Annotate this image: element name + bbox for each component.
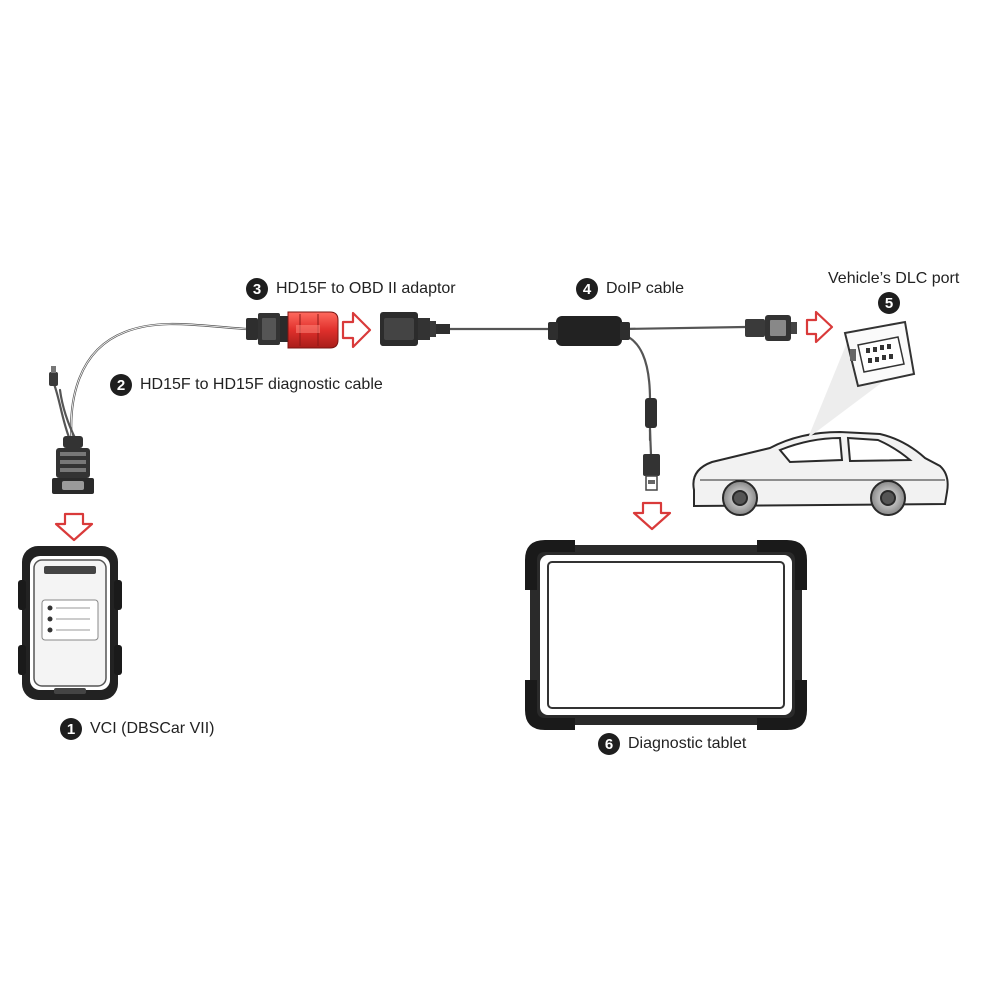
- arrow-down-tablet: [632, 501, 672, 531]
- hd15f-cable-inner: [70, 323, 248, 446]
- doip-usb-branch-2: [648, 428, 653, 457]
- hd15f-vci-connector: [49, 366, 94, 494]
- vehicle-car: [692, 430, 949, 516]
- label-doip-cable: 4 DoIP cable: [576, 278, 684, 300]
- pigtail-wire-a: [52, 382, 72, 442]
- label-text: DoIP cable: [606, 280, 684, 297]
- step-badge: 4: [576, 278, 598, 300]
- arrow-down-vci: [54, 512, 94, 542]
- label-text: HD15F to HD15F diagnostic cable: [140, 376, 383, 393]
- step-badge: 6: [598, 733, 620, 755]
- label-obd-adaptor: 3 HD15F to OBD II adaptor: [246, 278, 456, 300]
- doip-cable-right: [620, 325, 747, 331]
- step-badge: 5: [878, 292, 900, 314]
- label-text: HD15F to OBD II adaptor: [276, 280, 456, 297]
- flow-arrows: [54, 310, 834, 542]
- label-text: Diagnostic tablet: [628, 735, 747, 752]
- vci-device: [18, 546, 122, 700]
- doip-cable: [380, 312, 797, 491]
- diagnostic-tablet: [525, 540, 807, 730]
- label-text: VCI (DBSCar VII): [90, 720, 215, 737]
- doip-splitter: [556, 316, 622, 346]
- label-tablet: 6 Diagnostic tablet: [598, 733, 746, 755]
- obd-adaptor: [246, 311, 339, 349]
- label-dlc-port: 5: [878, 292, 900, 314]
- label-hd15f-cable: 2 HD15F to HD15F diagnostic cable: [110, 374, 383, 396]
- label-dlc-port-text: Vehicle’s DLC port: [828, 270, 960, 287]
- usb-plug: [643, 454, 660, 476]
- dlc-port-zoom: [843, 320, 916, 388]
- doip-rj45-end: [745, 319, 765, 337]
- arrow-right-dlc: [805, 310, 834, 344]
- label-vci: 1 VCI (DBSCar VII): [60, 718, 214, 740]
- pigtail-wire-b: [58, 388, 78, 442]
- step-badge: 2: [110, 374, 132, 396]
- step-badge: 1: [60, 718, 82, 740]
- step-badge: 3: [246, 278, 268, 300]
- arrow-right-adaptor: [341, 311, 372, 349]
